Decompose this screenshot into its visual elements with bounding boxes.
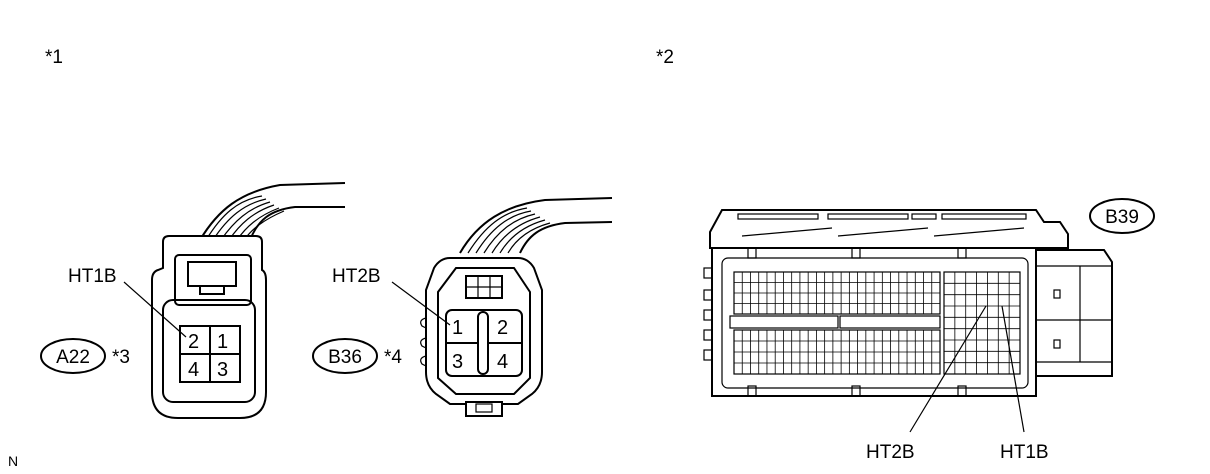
a22-pin-3: 3 [217, 359, 228, 381]
b36-note: *4 [384, 347, 402, 368]
b39-code: B39 [1105, 207, 1139, 228]
b39-terminal-label-ht1b: HT1B [1000, 442, 1049, 463]
a22-pin-1: 1 [217, 331, 228, 353]
connector-b39: HT2B HT1B B39 [703, 198, 1155, 463]
a22-wire-harness [199, 182, 346, 241]
corner-mark: N [8, 453, 18, 469]
b39-terminal-label-ht2b: HT2B [866, 442, 915, 463]
connector-b36: 1 2 3 4 HT2B B36 *4 [312, 197, 613, 417]
b36-pin-3: 3 [452, 351, 463, 373]
a22-code: A22 [56, 347, 90, 368]
b36-pin-2: 2 [497, 317, 508, 339]
b39-pin-grid-right [943, 271, 1021, 375]
b36-terminal-label: HT2B [332, 266, 381, 287]
b36-code: B36 [328, 347, 362, 368]
b39-grid-lines [734, 272, 1020, 374]
b36-wire-harness [459, 197, 613, 254]
a22-pin-4: 4 [188, 359, 199, 381]
b36-pin-4: 4 [497, 351, 508, 373]
note-marker-1: *1 [45, 47, 63, 68]
b39-code-badge [1089, 198, 1155, 234]
a22-note: *3 [112, 347, 130, 368]
a22-code-badge [40, 338, 106, 374]
a22-terminal-label: HT1B [68, 266, 117, 287]
note-marker-2: *2 [656, 47, 674, 68]
connector-a22: 2 1 4 3 HT1B A22 *3 [40, 182, 346, 419]
b36-pin-1: 1 [452, 317, 463, 339]
a22-pin-2: 2 [188, 331, 199, 353]
b36-code-badge [312, 338, 378, 374]
